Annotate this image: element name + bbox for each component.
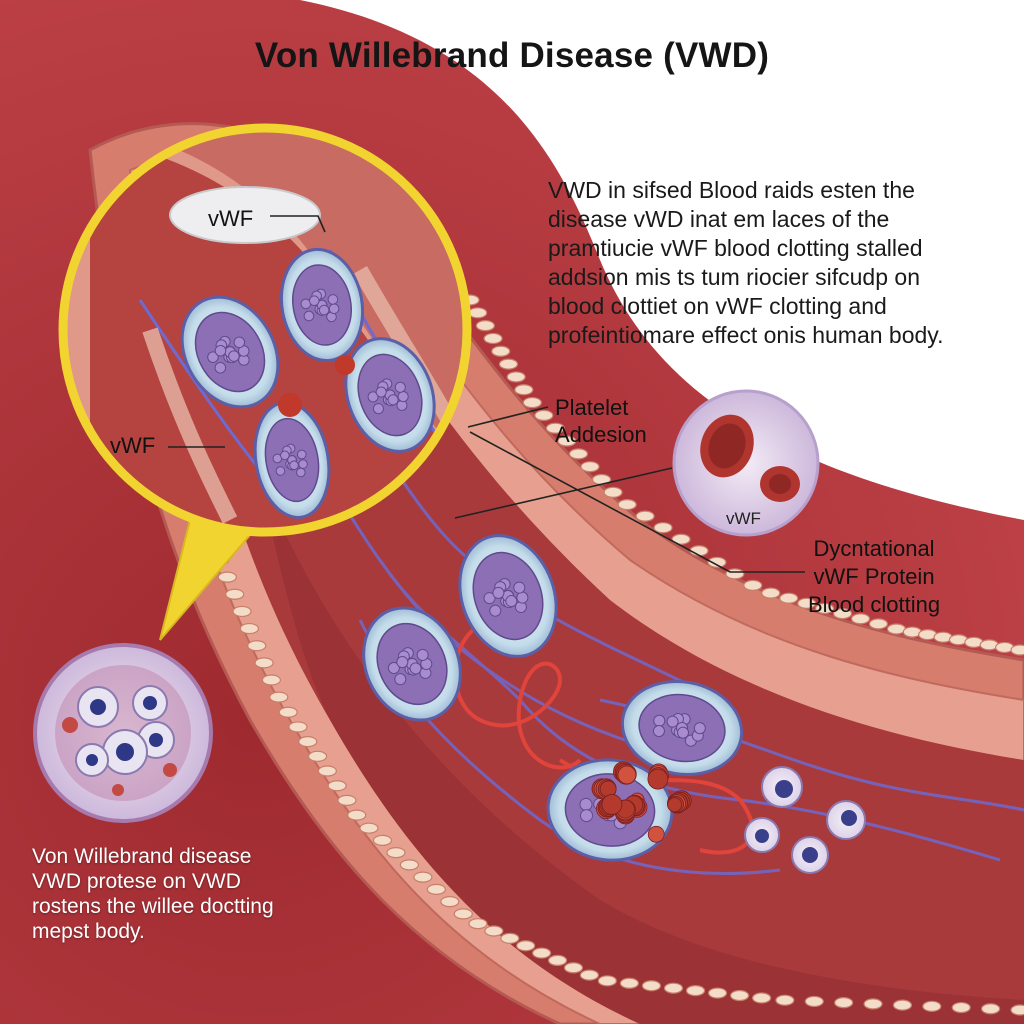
bottom-caption: Von Willebrand disease VWD protese on VW… [32, 845, 274, 943]
platelet [180, 295, 280, 409]
magnifier [58, 123, 472, 641]
platelet-adhesion-label: Platelet Addesion [555, 395, 647, 447]
vwf-label-inset: vWF [726, 509, 761, 528]
description-text: VWD in sifsed Blood raids esten the dise… [548, 177, 944, 348]
platelet [620, 680, 744, 776]
blood-clot [591, 761, 692, 843]
dysfunctional-vwf-label: Dycntational vWF Protein Blood clotting [808, 536, 941, 617]
platelet [344, 337, 436, 453]
magnified-platelets [180, 247, 436, 519]
vwf-label-top: vWF [208, 206, 254, 231]
leader-lines [168, 215, 805, 573]
platelet [279, 247, 365, 363]
small-cells [744, 766, 866, 874]
lumen-shading [260, 480, 1024, 1024]
vwf-label-left: vWF [110, 433, 156, 458]
cell-inset-circle [33, 643, 213, 823]
endothelial-cell-pattern [210, 294, 1024, 1016]
clot-fragment [278, 393, 302, 417]
platelet [253, 401, 331, 519]
page-title: Von Willebrand Disease (VWD) [254, 36, 770, 75]
vwf-inset-circle [672, 389, 820, 537]
platelet [458, 534, 558, 658]
platelet [362, 606, 462, 722]
clot-fragment [335, 355, 355, 375]
